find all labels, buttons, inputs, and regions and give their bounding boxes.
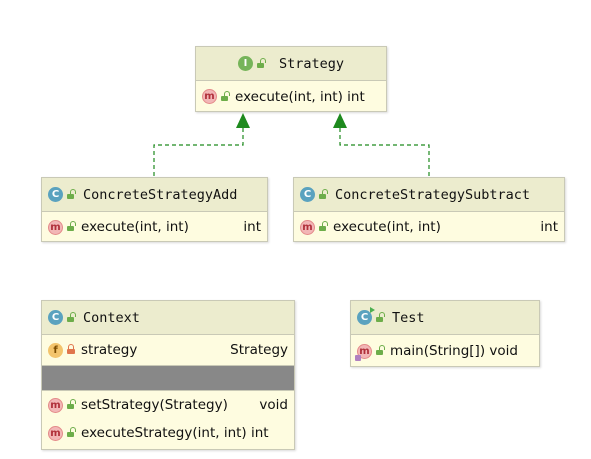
static-method-icon: m bbox=[355, 343, 372, 361]
public-lock-icon bbox=[319, 221, 328, 231]
runnable-class-icon: C bbox=[357, 307, 375, 325]
method-signature: setStrategy(Strategy) bbox=[81, 397, 228, 413]
class-name: ConcreteStrategySubtract bbox=[335, 186, 531, 203]
public-lock-icon bbox=[67, 188, 76, 199]
public-lock-icon bbox=[221, 90, 230, 101]
public-lock-icon bbox=[376, 311, 385, 322]
public-lock-icon bbox=[319, 188, 328, 199]
class-name: Context bbox=[83, 309, 140, 326]
method-signature: execute(int, int) bbox=[81, 219, 189, 235]
method-row[interactable]: m executeStrategy(int, int) int bbox=[42, 419, 294, 447]
private-lock-icon bbox=[67, 344, 75, 354]
class-icon: C bbox=[48, 187, 63, 202]
method-icon: m bbox=[48, 397, 63, 413]
test-class-box[interactable]: C Test m main(String[]) void bbox=[350, 300, 540, 367]
field-row[interactable]: f strategy Strategy bbox=[42, 335, 294, 365]
interface-icon: I bbox=[237, 56, 253, 71]
method-row[interactable]: m execute(int, int) int bbox=[294, 212, 564, 242]
method-icon: m bbox=[48, 219, 63, 235]
public-lock-icon bbox=[256, 57, 266, 68]
method-row[interactable]: m setStrategy(Strategy) void bbox=[42, 391, 294, 419]
public-lock-icon bbox=[67, 399, 76, 409]
test-header[interactable]: C Test bbox=[351, 301, 539, 335]
strategy-interface-box[interactable]: I Strategy m execute(int, int) int bbox=[195, 46, 387, 112]
public-lock-icon bbox=[376, 345, 385, 355]
class-badge-letter: C bbox=[360, 312, 369, 323]
public-lock-icon bbox=[67, 311, 76, 322]
method-signature: execute(int, int) bbox=[333, 219, 441, 235]
arrowhead-add bbox=[236, 113, 250, 128]
field-type: Strategy bbox=[230, 342, 288, 358]
method-signature: executeStrategy(int, int) int bbox=[81, 425, 269, 441]
context-header[interactable]: C Context bbox=[42, 301, 294, 335]
static-pin-icon bbox=[355, 354, 361, 361]
field-icon: f bbox=[48, 342, 63, 358]
class-icon: C bbox=[300, 187, 315, 202]
concrete-strategy-add-box[interactable]: C ConcreteStrategyAdd m execute(int, int… bbox=[41, 177, 268, 242]
field-name: strategy bbox=[81, 342, 138, 358]
public-lock-icon bbox=[67, 221, 76, 231]
method-return-type: int bbox=[540, 219, 558, 235]
method-icon: m bbox=[300, 219, 315, 235]
arrowhead-subtract bbox=[333, 113, 347, 128]
method-row[interactable]: m main(String[]) void bbox=[351, 335, 539, 367]
subtract-header[interactable]: C ConcreteStrategySubtract bbox=[294, 178, 564, 212]
run-marker-icon bbox=[370, 307, 375, 313]
class-name: ConcreteStrategyAdd bbox=[83, 186, 238, 203]
method-return-type: int bbox=[243, 219, 261, 235]
method-signature: execute(int, int) int bbox=[235, 88, 365, 105]
method-signature: main(String[]) void bbox=[390, 343, 518, 359]
class-name: Test bbox=[392, 309, 425, 326]
context-class-box[interactable]: C Context f strategy Strategy m setStrat… bbox=[41, 300, 295, 450]
method-badge-letter: m bbox=[359, 345, 370, 357]
strategy-header[interactable]: I Strategy bbox=[196, 47, 386, 81]
method-return-type: void bbox=[259, 397, 288, 413]
class-icon: C bbox=[48, 310, 63, 325]
public-lock-icon bbox=[67, 427, 76, 437]
method-row[interactable]: m execute(int, int) int bbox=[196, 81, 386, 112]
empty-section bbox=[42, 365, 294, 391]
implements-edge-subtract bbox=[339, 124, 430, 176]
method-row[interactable]: m execute(int, int) int bbox=[42, 212, 267, 242]
method-icon: m bbox=[202, 89, 217, 104]
add-header[interactable]: C ConcreteStrategyAdd bbox=[42, 178, 267, 212]
class-name: Strategy bbox=[278, 55, 345, 72]
implements-edge-add bbox=[153, 124, 244, 176]
method-icon: m bbox=[48, 425, 63, 441]
concrete-strategy-subtract-box[interactable]: C ConcreteStrategySubtract m execute(int… bbox=[293, 177, 565, 242]
